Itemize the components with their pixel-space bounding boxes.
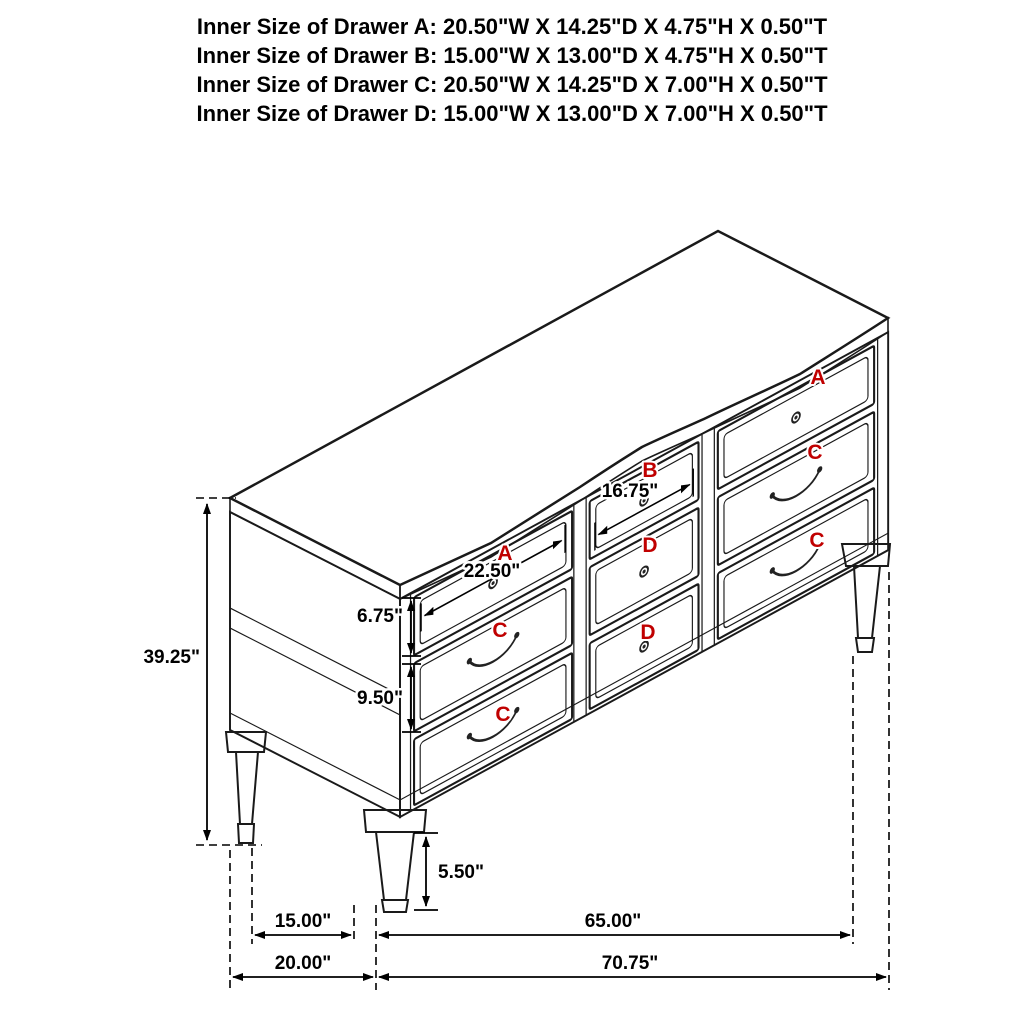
dim-overall-height: 39.25" bbox=[141, 497, 262, 846]
drawer-panel bbox=[723, 356, 869, 479]
dim-extension-lines bbox=[229, 572, 890, 990]
drawer-label-middle-middle: D bbox=[642, 534, 657, 557]
dim-overall-width: 70.75" bbox=[378, 951, 887, 981]
drawer-label-left-bottom: C bbox=[495, 703, 510, 726]
drawer-label-middle-top: B bbox=[642, 459, 657, 482]
drawer-bail-handle bbox=[769, 541, 823, 577]
spec-line-drawer-a: Inner Size of Drawer A: 20.50"W X 14.25"… bbox=[196, 14, 828, 39]
side-bottom-molding bbox=[230, 712, 400, 801]
dim-overall-width-label: 70.75" bbox=[602, 953, 659, 974]
drawer-left-bottom bbox=[412, 652, 574, 806]
dim-lower-drawer-height: 9.50" bbox=[355, 663, 421, 733]
drawer-bail-handle bbox=[769, 466, 823, 502]
dim-front-width-label: 65.00" bbox=[585, 911, 642, 932]
drawer-label-right-middle: C bbox=[807, 441, 822, 464]
dim-leg-footprint-depth-label: 15.00" bbox=[275, 911, 332, 932]
drawer-front bbox=[588, 507, 700, 636]
drawer-knob bbox=[791, 411, 801, 424]
drawer-front bbox=[716, 345, 876, 490]
dim-top-drawer-height-label: 6.75" bbox=[357, 606, 403, 627]
drawer-panel bbox=[419, 664, 567, 795]
spec-header: Inner Size of Drawer A: 20.50"W X 14.25"… bbox=[0, 12, 1024, 128]
drawer-label-right-top: A bbox=[810, 366, 825, 389]
drawer-label-left-top: A bbox=[497, 542, 512, 565]
drawer-knob bbox=[639, 565, 649, 578]
dim-overall-height-label: 39.25" bbox=[143, 647, 200, 668]
front-bottom-molding bbox=[400, 532, 889, 801]
drawer-panel bbox=[723, 422, 869, 555]
spec-line-drawer-b: Inner Size of Drawer B: 15.00"W X 13.00"… bbox=[196, 43, 828, 68]
drawer-front bbox=[716, 411, 876, 566]
drawer-middle-middle bbox=[588, 507, 700, 636]
dim-leg-footprint-depth: 15.00" bbox=[254, 909, 352, 939]
dim-leg-height-label: 5.50" bbox=[438, 862, 484, 883]
leg-back-left bbox=[224, 731, 268, 844]
drawer-label-left-middle: C bbox=[492, 619, 507, 642]
dresser bbox=[224, 229, 892, 913]
dim-front-width: 65.00" bbox=[378, 909, 851, 939]
drawer-bail-handle bbox=[466, 706, 520, 742]
drawer-panel bbox=[595, 518, 693, 625]
dim-lower-drawer-height-label: 9.50" bbox=[357, 688, 403, 709]
dim-overall-depth-label: 20.00" bbox=[275, 953, 332, 974]
drawer-right-bottom bbox=[716, 487, 876, 640]
drawer-panel bbox=[723, 498, 869, 629]
dim-drawer-b-width-label: 16.75" bbox=[602, 481, 659, 502]
dim-overall-depth: 20.00" bbox=[232, 951, 374, 981]
leg-front-right bbox=[840, 543, 892, 653]
pilaster-mid-left bbox=[573, 496, 587, 723]
pilaster-mid-right bbox=[701, 426, 715, 653]
pilaster-right bbox=[877, 331, 889, 557]
drawer-middle-bottom bbox=[588, 583, 700, 710]
drawer-panel bbox=[595, 594, 693, 699]
spec-line-drawer-d: Inner Size of Drawer D: 15.00"W X 13.00"… bbox=[196, 101, 828, 126]
drawer-label-middle-bottom: D bbox=[640, 621, 655, 644]
drawer-right-top bbox=[716, 345, 876, 490]
drawer-front bbox=[412, 652, 574, 806]
dim-drawer-b-width-arrow bbox=[594, 468, 694, 551]
dim-drawer-a-width-arrow bbox=[420, 524, 566, 632]
dresser-top-face bbox=[227, 229, 891, 587]
drawer-front bbox=[588, 583, 700, 710]
drawer-label-right-bottom: C bbox=[809, 529, 824, 552]
drawer-knob bbox=[639, 640, 649, 653]
dresser-legs bbox=[224, 543, 892, 913]
dresser-top-edge-side bbox=[229, 496, 401, 601]
dim-drawer-a-width-label: 22.50" bbox=[464, 561, 521, 582]
drawer-labels: A C C B D D A C C bbox=[490, 364, 827, 728]
dim-leg-height: 5.50" bbox=[414, 832, 487, 911]
drawer-panel bbox=[419, 588, 567, 721]
drawer-left-middle bbox=[412, 576, 574, 732]
drawer-right-middle bbox=[716, 411, 876, 566]
drawer-front bbox=[412, 576, 574, 732]
leg-front-left bbox=[362, 809, 428, 913]
drawer-front bbox=[716, 487, 876, 640]
dim-top-drawer-height: 6.75" bbox=[355, 597, 421, 657]
drawer-bail-handle bbox=[466, 631, 520, 667]
spec-line-drawer-c: Inner Size of Drawer C: 20.50"W X 14.25"… bbox=[196, 72, 828, 97]
